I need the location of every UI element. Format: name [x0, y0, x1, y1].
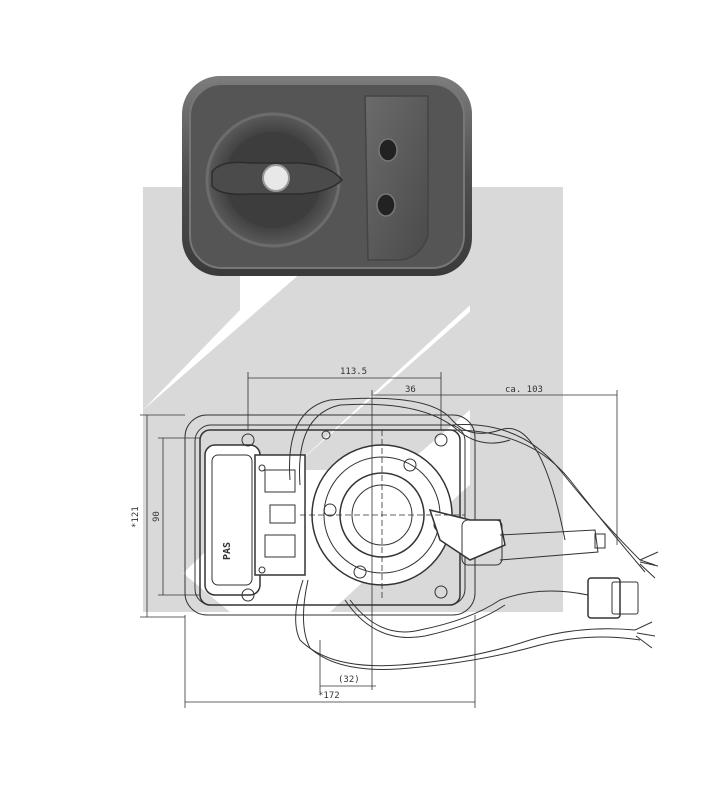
- wire-end-1: [639, 551, 659, 579]
- wire-end-2: [634, 621, 656, 649]
- screw-small-2: [258, 464, 266, 472]
- cable-1: [289, 397, 566, 541]
- screw-small-1: [321, 430, 331, 440]
- outer-frame: [184, 414, 476, 616]
- screw-top-right: [434, 433, 448, 447]
- screw-small-3: [258, 566, 266, 574]
- connector: [587, 577, 621, 619]
- dim-width-bottom: *172: [318, 691, 340, 701]
- mech-pin-2: [323, 503, 337, 517]
- cable-2: [299, 403, 511, 486]
- dim-height-inner: 90: [152, 511, 162, 522]
- dim-height-outer: *121: [131, 506, 141, 528]
- screw-bottom-left: [241, 588, 255, 602]
- dim-offset-36: 36: [405, 385, 416, 395]
- actuator-body: [461, 519, 503, 566]
- bracket-tab-3: [264, 534, 296, 558]
- indicator-light-bottom: [376, 193, 396, 217]
- left-cover-face: [211, 454, 253, 586]
- rod-end: [594, 533, 606, 549]
- mech-pin-1: [403, 458, 417, 472]
- panel-label: PAS: [222, 542, 233, 560]
- bracket-tab-2: [269, 504, 296, 524]
- dim-bottom-offset: (32): [338, 675, 360, 685]
- cable-3: [451, 424, 656, 566]
- knob-center: [262, 164, 290, 192]
- indicator-light-top: [378, 138, 398, 162]
- bracket-tab-1: [264, 469, 296, 493]
- bracket: [254, 454, 306, 576]
- screw-bottom-right: [434, 585, 448, 599]
- dim-cable-length: ca. 103: [505, 385, 543, 395]
- cable-7: [349, 590, 589, 633]
- cable-5: [295, 579, 636, 667]
- side-panel: [364, 95, 429, 261]
- actuator-rod: [499, 529, 599, 561]
- cable-8: [344, 599, 506, 638]
- cable-6: [302, 579, 641, 670]
- line-drawing: [140, 372, 659, 708]
- dim-width-top: 113.5: [340, 367, 367, 377]
- product-render: [182, 76, 472, 276]
- dimension-lines: [140, 372, 618, 708]
- cable-4: [451, 429, 646, 573]
- mech-pin-4: [353, 565, 367, 579]
- screw-top-left: [241, 433, 255, 447]
- connector-face: [611, 581, 639, 615]
